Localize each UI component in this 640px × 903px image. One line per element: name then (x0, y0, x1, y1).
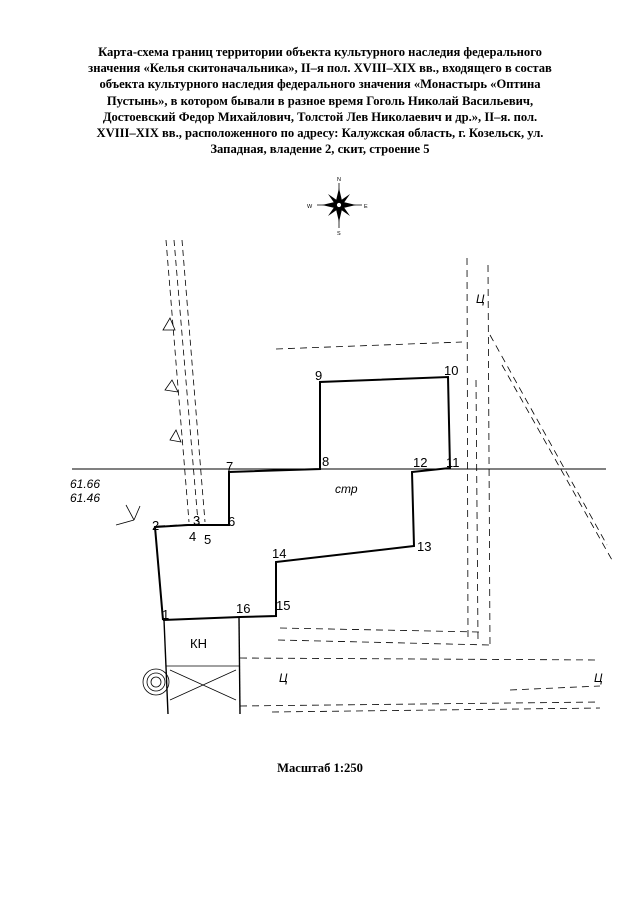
point-label-5: 5 (204, 532, 211, 547)
point-label-7: 7 (226, 459, 233, 474)
compass-w-label: W (307, 204, 313, 210)
compass-e-label: E (364, 204, 368, 210)
scale-label: Масштаб 1:250 (277, 761, 363, 775)
title-line: Пустынь», в котором бывали в разное врем… (106, 93, 534, 108)
elevation-top: 61.66 (70, 477, 100, 491)
title-line: Карта-схема границ территории объекта ку… (98, 45, 542, 59)
title-line: Достоевский Федор Михайлович, Толстой Ле… (102, 109, 538, 124)
point-label-6: 6 (228, 514, 235, 529)
title-line: значения «Келья скитоначальника», II–я п… (88, 61, 552, 76)
kn-block (163, 616, 241, 715)
boundary-line (153, 375, 452, 621)
point-label-14: 14 (272, 546, 286, 561)
dashed-path-upper-left (165, 239, 206, 523)
point-label-1: 1 (162, 607, 169, 622)
title-line: XVIII–XIX вв., расположенного по адресу:… (96, 126, 544, 141)
title-line: объекта культурного наследия федеральног… (99, 77, 541, 92)
road-mark: Ц (476, 292, 485, 306)
building-label: стр (335, 482, 358, 496)
point-label-12: 12 (413, 455, 427, 470)
point-label-15: 15 (276, 598, 290, 613)
compass-rose-icon (317, 183, 362, 228)
map-title: Карта-схема границ территории объекта ку… (40, 44, 600, 157)
tree-symbol (162, 317, 182, 443)
point-label-2: 2 (152, 518, 159, 533)
compass-s-label: S (337, 231, 341, 237)
point-label-16: 16 (236, 601, 250, 616)
compass-n-label: N (337, 177, 341, 183)
point-label-11: 11 (446, 455, 460, 470)
road-mark: Ц (594, 671, 603, 685)
point-label-10: 10 (444, 363, 458, 378)
point-label-13: 13 (417, 539, 431, 554)
road-mark: Ц (279, 671, 288, 685)
point-label-3: 3 (193, 513, 200, 528)
point-label-4: 4 (189, 529, 196, 544)
tree-circle-symbol (142, 668, 170, 696)
elevation-bottom: 61.46 (70, 491, 100, 505)
tree-symbol-left (115, 504, 141, 526)
point-label-8: 8 (322, 454, 329, 469)
point-label-9: 9 (315, 368, 322, 383)
title-line: Западная, владение 2, скит, строение 5 (210, 142, 430, 157)
kn-label: КН (190, 636, 207, 651)
dashed-area-right (157, 257, 613, 713)
